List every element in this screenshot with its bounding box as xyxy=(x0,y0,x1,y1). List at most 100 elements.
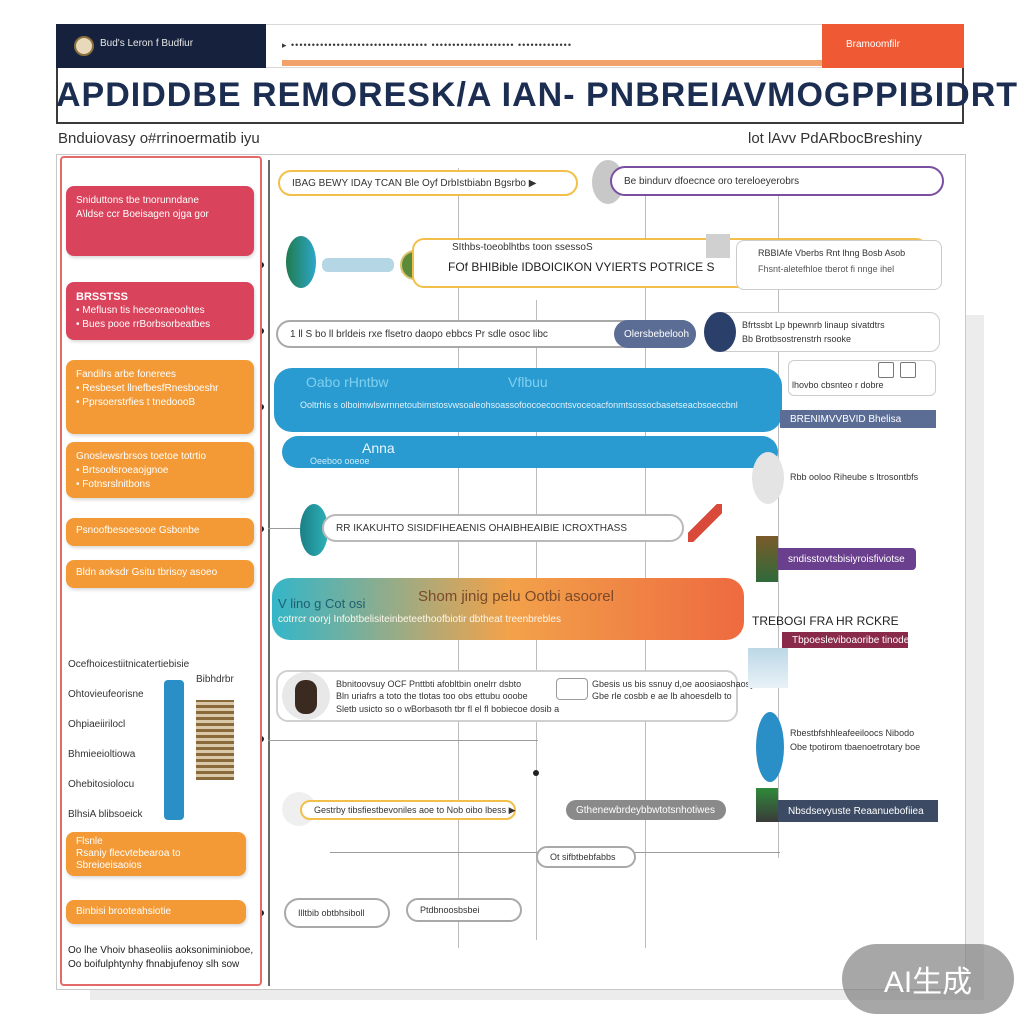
right-card-3-line: lhovbo cbsnteo r dobre xyxy=(792,380,884,390)
left-box-6[interactable]: Bldn aoksdr Gsitu tbrisoy asoeo xyxy=(66,560,254,588)
blue-banner-text: Ooltrhis s olboimwlswrnnetoubimstosvwsoa… xyxy=(300,400,738,410)
right-tag-3[interactable]: Tbpoesleviboaoribe tinode xyxy=(782,632,909,648)
right-tag-1[interactable]: BRENIMVVBVID Bhelisa xyxy=(780,410,936,428)
left-box-1[interactable]: Sniduttons tbe tnorunndane A\ldse ccr Bo… xyxy=(66,186,254,256)
connector-line xyxy=(268,740,538,741)
right-card-1-line: RBBIAfe Vberbs Rnt lhng Bosb Asob xyxy=(758,248,906,258)
right-card-2[interactable] xyxy=(708,312,940,352)
left-box-5[interactable]: Psnoofbesoesooe Gsbonbe xyxy=(66,518,254,546)
left-box-8[interactable]: Binbisi brooteahsiotie xyxy=(66,900,246,924)
list-item[interactable]: Bhmieeioltiowa xyxy=(68,749,136,760)
center-pill-8[interactable]: Illtbib obtbhsiboll xyxy=(284,898,390,928)
node-circle xyxy=(752,452,784,504)
left-box-line: • Brtsoolsroeaojgnoe xyxy=(76,465,169,476)
left-box-3[interactable]: Fandilrs arbe fonerees • Resbeset llnefb… xyxy=(66,360,254,434)
center-card-2-right: Gbesis us bis ssnuy d,oe aoosiaoshaosy G… xyxy=(592,678,755,702)
page-title: APDIDDBE REMORESK/A IAN- PNBREIAVMOGPPIB… xyxy=(56,76,1019,114)
left-box-line: • Bues pooe rrBorbsorbeatbes xyxy=(76,319,211,330)
grid-line xyxy=(645,168,646,948)
gradient-banner-left: V lino g Cot osi xyxy=(278,596,366,611)
list-item[interactable]: BlhsiA blibsoeick xyxy=(68,809,143,820)
top-nav-dots: ▸ ••••••••••••••••••••••••••••••••• ••••… xyxy=(282,40,572,50)
card-line: Bbnitoovsuy OCF Pnttbti afobltbin onelrr… xyxy=(336,679,522,689)
center-card-2-text: Bbnitoovsuy OCF Pnttbti afobltbin onelrr… xyxy=(336,678,528,702)
blue-banner[interactable] xyxy=(274,368,782,432)
center-card-1-title: FOf BHIBible IDBOICIKON VYIERTS POTRICE … xyxy=(448,260,715,274)
blue-banner-title-a: Oabo rHntbw xyxy=(306,374,389,390)
right-tag-5[interactable]: Nbsdsevyuste Reaanuebofiiea xyxy=(778,800,938,822)
top-bar-underline xyxy=(282,60,822,66)
card-line: Gbe rle cosbb e ae lb ahoesdelb to xyxy=(592,691,732,701)
list-item[interactable]: Ohtovieufeorisne xyxy=(68,689,144,700)
left-box-line: A\ldse ccr Boeisagen ojga gor xyxy=(76,209,209,220)
footer-line: Oo lhe Vhoiv bhaseoliis aoksoniminioboe, xyxy=(68,945,254,956)
left-box-line: • Pprsoerstrfies t tnedoooB xyxy=(76,397,196,408)
list-item[interactable]: Ocefhoicestiitnicatertiebisie xyxy=(68,659,190,670)
left-box-7[interactable]: Flsnle Rsaniy flecvtebearoa to Sbreioeis… xyxy=(66,832,246,876)
logo-icon[interactable] xyxy=(74,36,94,56)
gradient-banner-text: cotrrcr ooryj Infobtbelisiteinbeteethoof… xyxy=(278,614,561,625)
center-pill-5[interactable]: Gestrby tibsfiestbevoniles aoe to Nob oi… xyxy=(300,800,516,820)
list-item[interactable]: Ohpiaeiirilocl xyxy=(68,719,126,730)
subtitle-right: lot lAvv PdARbocBreshiny xyxy=(748,130,922,147)
toggle-icon[interactable] xyxy=(556,678,588,700)
pencil-icon xyxy=(688,504,722,542)
right-tag-2[interactable]: sndisstovtsbisiyroisfiviotse xyxy=(778,548,916,570)
left-box-line: Bldn aoksdr Gsitu tbrisoy asoeo xyxy=(76,567,218,578)
plant-icon xyxy=(756,536,778,582)
connector-line xyxy=(268,528,308,529)
gradient-banner[interactable] xyxy=(272,578,744,640)
left-list-aside: Bibhdrbr xyxy=(196,674,234,685)
left-list-image xyxy=(196,700,234,780)
left-box-2[interactable]: BRSSTSS • Meflusn tis heceoraeoohtes • B… xyxy=(66,282,254,340)
right-text-1: Rbb ooloo Riheube s ltrosontbfs xyxy=(790,472,919,482)
left-box-4[interactable]: Gnoslewsrbrsos toetoe totrtio • Brtsools… xyxy=(66,442,254,498)
left-list: Ocefhoicestiitnicatertiebisie Ohtovieufe… xyxy=(68,650,244,830)
top-bar-right-label[interactable]: Bramoomfilr xyxy=(846,39,900,50)
card-line: Bln uriafrs a toto the tlotas too obs et… xyxy=(336,691,528,701)
left-box-line: Flsnle xyxy=(76,836,103,847)
left-box-line: Sbreioeisaoios xyxy=(76,860,142,871)
center-pill-3-tag[interactable]: Olersbebelooh xyxy=(614,320,696,348)
image-placeholder-icon xyxy=(706,234,730,258)
document-icon[interactable] xyxy=(878,362,894,378)
center-pill-1[interactable]: IBAG BEWY IDAy TCAN Ble Oyf DrbIstbiabn … xyxy=(278,170,578,196)
left-box-line: • Meflusn tis heceoraeoohtes xyxy=(76,305,205,316)
text-line: Rbestbfshhleafeeiloocs Nibodo xyxy=(790,728,915,738)
grid-line xyxy=(458,168,459,948)
right-card-2-text: Bfrtssbt Lp bpewnrb linaup sivatdtrs Bb … xyxy=(742,318,885,346)
anna-banner[interactable] xyxy=(282,436,778,468)
left-box-line: Psnoofbesoesooe Gsbonbe xyxy=(76,525,200,536)
right-card-1[interactable] xyxy=(736,240,942,290)
ai-generated-watermark: AI生成 xyxy=(842,944,1014,1014)
connector-bar xyxy=(322,258,394,272)
right-card-1-line: Fhsnt-aletefhloe tberot fi nnge ihel xyxy=(758,264,895,274)
user-icon[interactable] xyxy=(900,362,916,378)
list-item[interactable]: Ohebitosiolocu xyxy=(68,779,135,790)
center-card-2-bottom: Sletb usicto so o wBorbasoth tbr fl el f… xyxy=(336,704,560,714)
text-line: Obe tpotirom tbaenoetrotary boe xyxy=(790,742,921,752)
left-list-side-bar xyxy=(164,680,184,820)
anna-label: Anna xyxy=(362,440,395,456)
anna-sub: Oeeboo ooeoe xyxy=(310,456,370,466)
gradient-banner-title: Shom jinig pelu Ootbi asoorel xyxy=(418,588,614,605)
grid-line xyxy=(778,168,779,858)
image-thumbnail xyxy=(748,648,788,688)
left-box-line: Fandilrs arbe fonerees xyxy=(76,369,177,380)
card-line: Gbesis us bis ssnuy d,oe aoosiaoshaosy xyxy=(592,679,755,689)
right-pill-1[interactable]: Be bindurv dfoecnce oro tereloeyerobrs xyxy=(610,166,944,196)
center-card-2[interactable] xyxy=(276,670,738,722)
center-pill-9[interactable]: Ptdbnoosbsbei xyxy=(406,898,522,922)
connector-line xyxy=(268,160,270,986)
center-pill-6[interactable]: Gthenewbrdeybbwtotsnhotiwes xyxy=(566,800,726,820)
center-pill-4[interactable]: RR IKAKUHTO SISIDFIHEAENIS OHAIBHEAIBIE … xyxy=(322,514,684,542)
left-box-heading: BRSSTSS xyxy=(76,291,128,303)
left-box-line: Sniduttons tbe tnorunndane xyxy=(76,195,199,206)
center-pill-7[interactable]: Ot sifbtbebfabbs xyxy=(536,846,636,868)
brand-name: Bud's Leron f Budfiur xyxy=(100,38,194,49)
subtitle-left: Bnduiovasy o#rrinoermatib iyu xyxy=(58,130,260,147)
right-text-4: Rbestbfshhleafeeiloocs Nibodo Obe tpotir… xyxy=(790,726,920,754)
center-pill-3-text: 1 ll S bo ll brldeis rxe flsetro daopo e… xyxy=(290,328,548,340)
card-line: Bfrtssbt Lp bpewnrb linaup sivatdtrs xyxy=(742,320,885,330)
avatar xyxy=(282,672,330,720)
